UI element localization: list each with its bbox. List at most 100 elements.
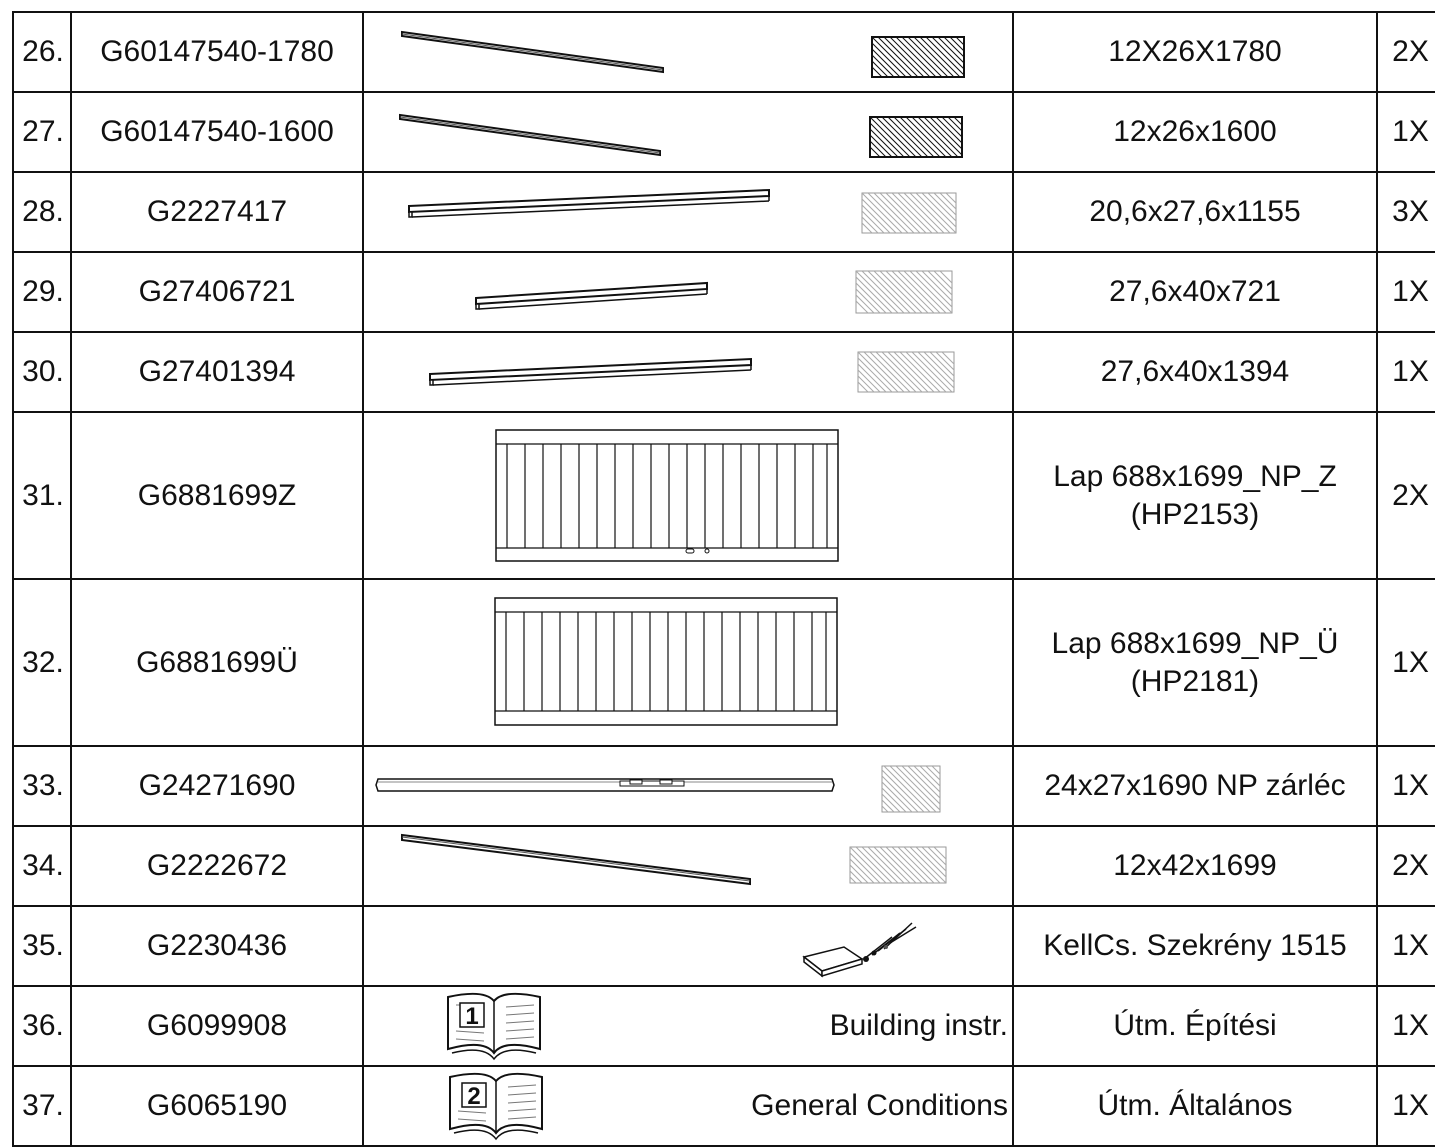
part-drawing-cell	[362, 251, 1014, 333]
cross-section-light-hatch	[857, 351, 955, 393]
part-code: G2230436	[70, 905, 364, 987]
part-drawing-cell	[362, 171, 1014, 253]
part-code: G2227417	[70, 171, 364, 253]
part-code: G2222672	[70, 825, 364, 907]
part-dimension: Lap 688x1699_NP_Z (HP2153)	[1012, 411, 1378, 580]
part-dimension: Útm. Általános	[1012, 1065, 1378, 1147]
part-quantity: 1X	[1376, 745, 1435, 827]
part-quantity: 1X	[1376, 331, 1435, 413]
part-number: 28.	[12, 171, 72, 253]
part-quantity: 2X	[1376, 825, 1435, 907]
table-row: 34. G2222672 12x42x1699 2X	[12, 825, 1435, 907]
dimension-line-2: (HP2153)	[1130, 497, 1260, 531]
flat-beam-drawing	[408, 188, 957, 234]
table-row: 33. G24271690	[12, 745, 1435, 827]
part-code: G6881699Ü	[70, 578, 364, 747]
part-quantity: 3X	[1376, 171, 1435, 253]
flat-beam-drawing	[429, 351, 955, 393]
book-label: General Conditions	[751, 1089, 1008, 1122]
part-dimension: KellCs. Szekrény 1515	[1012, 905, 1378, 987]
lock-fitting-icon	[619, 779, 685, 787]
table-row: 28. G2227417 20,6x27,6x	[12, 171, 1435, 253]
cross-section-light-hatch	[849, 846, 947, 884]
table-row: 36. G6099908 1 Building instr. Útm. Épít…	[12, 985, 1435, 1067]
part-code: G27401394	[70, 331, 364, 413]
cross-section-light-hatch	[855, 270, 953, 314]
part-number: 36.	[12, 985, 72, 1067]
part-dimension: Útm. Építési	[1012, 985, 1378, 1067]
book-label: Building instr.	[829, 1009, 1008, 1042]
part-drawing-cell: 2 General Conditions	[362, 1065, 1014, 1147]
part-number: 37.	[12, 1065, 72, 1147]
part-dimension: 27,6x40x721	[1012, 251, 1378, 333]
dimension-line-1: Lap 688x1699_NP_Ü	[1051, 626, 1339, 660]
slatted-panel-drawing	[494, 597, 838, 726]
part-code: G6065190	[70, 1065, 364, 1147]
part-number: 33.	[12, 745, 72, 827]
part-code: G60147540-1780	[70, 11, 364, 93]
part-drawing-cell	[362, 578, 1014, 747]
cross-section-dense-hatch	[869, 116, 963, 158]
part-number: 26.	[12, 11, 72, 93]
part-dimension: 20,6x27,6x1155	[1012, 171, 1378, 253]
part-drawing-cell	[362, 825, 1014, 907]
cross-section-dense-hatch	[871, 36, 965, 78]
part-dimension: 12x26x1600	[1012, 91, 1378, 173]
table-row: 31. G6881699Z Lap 688x1699_NP_Z	[12, 411, 1435, 580]
dimension-line-1: Lap 688x1699_NP_Z	[1053, 459, 1337, 493]
part-drawing-cell	[362, 331, 1014, 413]
part-drawing-cell	[362, 11, 1014, 93]
thin-rail-drawing	[399, 113, 963, 158]
table-row: 27. G60147540-1600 12x26x1600 1X	[12, 91, 1435, 173]
part-code: G60147540-1600	[70, 91, 364, 173]
part-number: 27.	[12, 91, 72, 173]
thin-rail-drawing	[401, 833, 947, 886]
part-dimension: Lap 688x1699_NP_Ü (HP2181)	[1012, 578, 1378, 747]
thin-rail-drawing	[401, 30, 965, 78]
part-drawing-cell	[362, 745, 1014, 827]
book-icon: 2	[449, 1072, 543, 1141]
part-quantity: 1X	[1376, 905, 1435, 987]
part-dimension: 12X26X1780	[1012, 11, 1378, 93]
table-row: 35. G2230436	[12, 905, 1435, 987]
part-drawing-cell	[362, 905, 1014, 987]
book-icon: 1	[447, 992, 541, 1061]
part-code: G6881699Z	[70, 411, 364, 580]
part-code: G27406721	[70, 251, 364, 333]
fittings-bag-icon	[802, 922, 917, 978]
part-quantity: 1X	[1376, 578, 1435, 747]
lock-strip-drawing	[375, 765, 941, 813]
part-quantity: 1X	[1376, 251, 1435, 333]
dimension-line-2: (HP2181)	[1130, 664, 1260, 698]
part-code: G6099908	[70, 985, 364, 1067]
part-code: G24271690	[70, 745, 364, 827]
part-quantity: 1X	[1376, 1065, 1435, 1147]
slatted-panel-drawing	[495, 429, 839, 562]
part-dimension: 24x27x1690 NP zárléc	[1012, 745, 1378, 827]
part-dimension: 27,6x40x1394	[1012, 331, 1378, 413]
part-number: 30.	[12, 331, 72, 413]
part-quantity: 2X	[1376, 11, 1435, 93]
cross-section-light-hatch	[861, 192, 957, 234]
part-dimension: 12x42x1699	[1012, 825, 1378, 907]
part-quantity: 1X	[1376, 985, 1435, 1067]
cross-section-light-hatch	[881, 765, 941, 813]
part-number: 35.	[12, 905, 72, 987]
book-number: 2	[467, 1083, 480, 1110]
table-row: 30. G27401394 27,6x40x1	[12, 331, 1435, 413]
part-number: 29.	[12, 251, 72, 333]
part-number: 32.	[12, 578, 72, 747]
table-row: 37. G6065190 2 General Conditions Útm. Á…	[12, 1065, 1435, 1147]
part-quantity: 1X	[1376, 91, 1435, 173]
table-row: 26. G60147540-1780 12X26X1780 2X	[12, 11, 1435, 93]
part-number: 34.	[12, 825, 72, 907]
part-number: 31.	[12, 411, 72, 580]
part-drawing-cell	[362, 411, 1014, 580]
part-drawing-cell	[362, 91, 1014, 173]
part-quantity: 2X	[1376, 411, 1435, 580]
table-row: 29. G27406721 27,6x40x7	[12, 251, 1435, 333]
book-number: 1	[465, 1003, 478, 1030]
part-drawing-cell: 1 Building instr.	[362, 985, 1014, 1067]
lock-icon	[685, 548, 710, 554]
parts-list-table: 26. G60147540-1780 12X26X1780 2X	[12, 11, 1435, 1147]
